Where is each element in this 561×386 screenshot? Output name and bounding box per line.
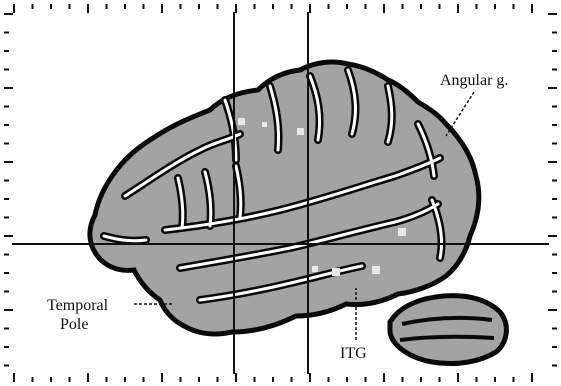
label-pole: Pole: [60, 316, 88, 333]
label-angular-gyrus: Angular g.: [440, 72, 508, 89]
label-temporal: Temporal: [47, 297, 108, 314]
label-itg: ITG: [340, 345, 367, 362]
cortex-outline: [90, 62, 479, 334]
cerebellum: [390, 296, 506, 364]
brain-slice: [90, 62, 479, 334]
